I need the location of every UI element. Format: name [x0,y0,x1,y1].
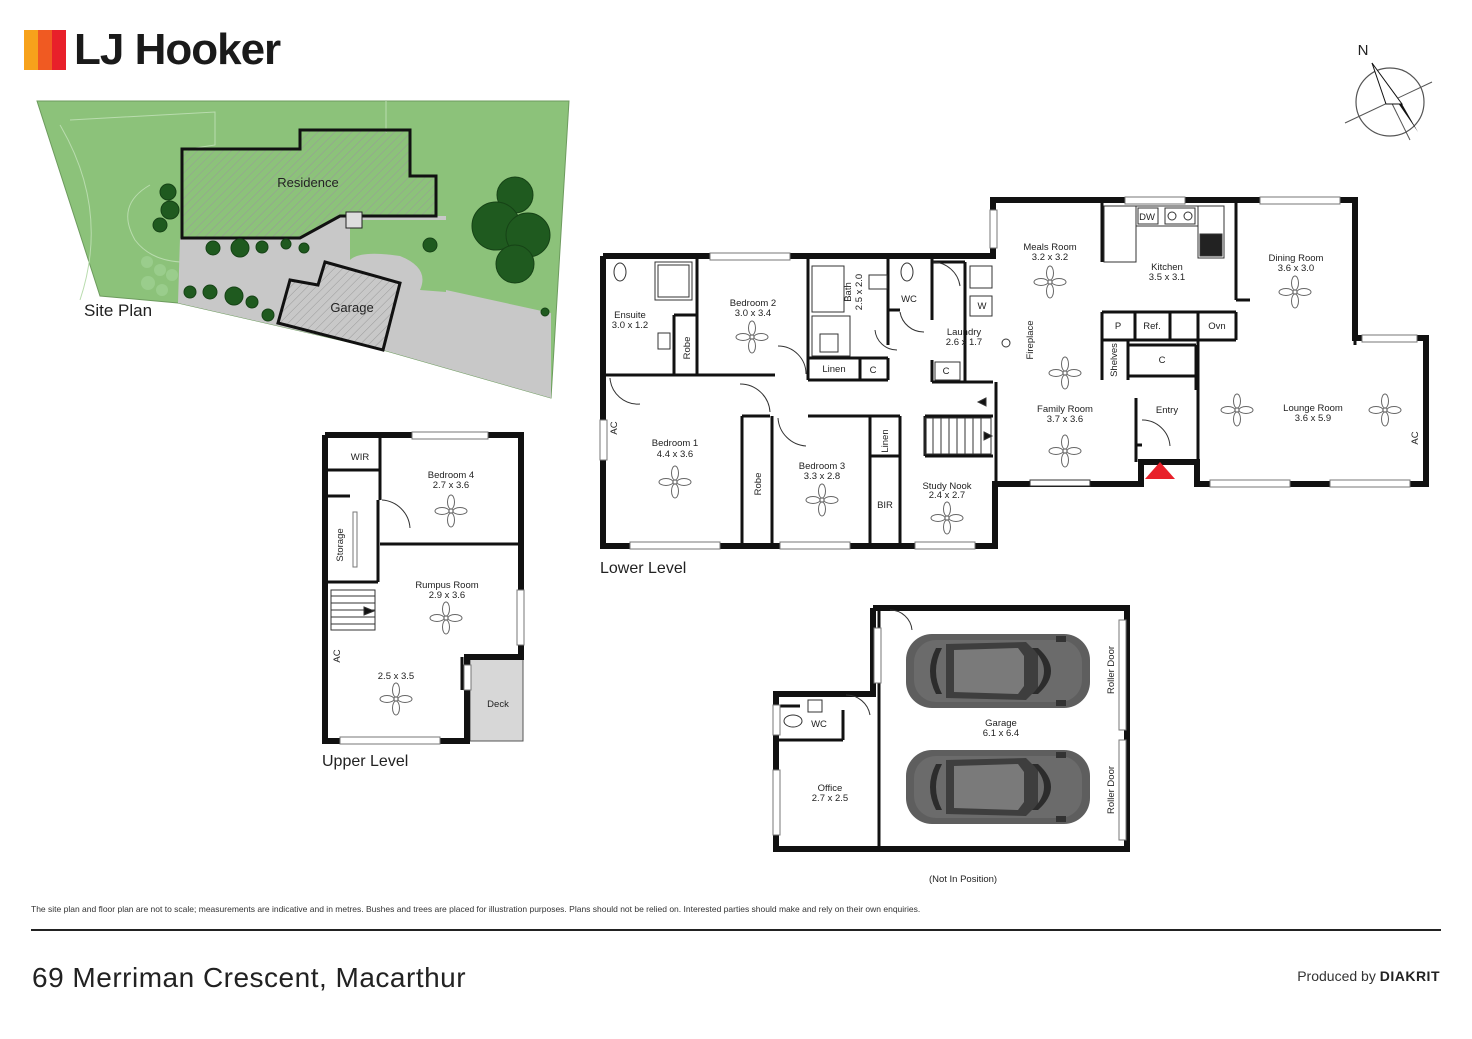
room-kitchen-dims: 3.5 x 3.1 [1149,272,1185,283]
site-residence-label: Residence [277,175,338,190]
room-garage-wc: WC [811,719,827,730]
room-kitchen-name: Kitchen [1151,262,1183,273]
room-bath-dims: 2.5 x 2.0 [854,274,865,310]
footer-divider [31,929,1441,931]
room-laundry-dims: 2.6 x 1.7 [946,337,982,348]
logo-mark-icon [24,30,66,70]
room-deck: Deck [487,699,509,710]
site-plan-title: Site Plan [84,301,152,320]
room-study-name: Study Nook [922,481,971,492]
room-wc: WC [901,294,917,305]
garage-not-in-position-note: (Not In Position) [929,874,997,885]
disclaimer-text: The site plan and floor plan are not to … [31,904,921,914]
room-ac-1: AC [609,421,620,434]
room-bedroom-4-name: Bedroom 4 [428,470,474,481]
entry-arrow-icon [1145,462,1175,479]
room-linen-2: Linen [880,429,891,452]
room-unnamed-dims: 2.5 x 3.5 [378,671,414,682]
lower-level-plan: Ensuite 3.0 x 1.2 Robe Bedroom 2 3.0 x 3… [599,196,1429,577]
room-roller-door-1: Roller Door [1106,646,1117,694]
room-lounge-dims: 3.6 x 5.9 [1295,413,1331,424]
room-bath-name: Bath [843,282,854,302]
room-c-3: C [1159,355,1166,366]
room-p: P [1115,321,1121,332]
room-office-dims: 2.7 x 2.5 [812,793,848,804]
room-rumpus-dims: 2.9 x 3.6 [429,590,465,601]
room-ensuite-name: Ensuite [614,310,646,321]
room-c-1: C [870,365,877,376]
car-icon-2 [906,750,1090,824]
produced-by: Produced by DIAKRIT [1297,968,1440,984]
site-garage-label: Garage [330,300,373,315]
brand-name: LJ Hooker [74,25,281,74]
room-roller-door-2: Roller Door [1106,766,1117,814]
compass-north-label: N [1358,42,1369,59]
room-bedroom-2-name: Bedroom 2 [730,298,776,309]
room-bedroom-3-dims: 3.3 x 2.8 [804,471,840,482]
property-address: 69 Merriman Crescent, Macarthur [32,962,467,993]
room-ensuite-dims: 3.0 x 1.2 [612,320,648,331]
room-ovn: Ovn [1208,321,1225,332]
room-garage-name: Garage [985,718,1017,729]
room-laundry-name: Laundry [947,327,982,338]
lower-level-title: Lower Level [600,560,686,577]
produced-by-prefix: Produced by [1297,968,1376,984]
logo-stripe-2 [38,30,52,70]
room-meals-dims: 3.2 x 3.2 [1032,252,1068,263]
room-bedroom-1-dims: 4.4 x 3.6 [657,449,693,460]
room-office-name: Office [818,783,843,794]
produced-by-name: DIAKRIT [1379,968,1440,984]
room-meals-name: Meals Room [1023,242,1076,253]
room-ref: Ref. [1143,321,1160,332]
room-c-2: C [943,366,950,377]
room-bir: BIR [877,500,893,511]
upper-level-plan: WIR Bedroom 4 2.7 x 3.6 Storage Rumpus R… [322,431,525,770]
room-robe-1: Robe [682,337,693,360]
room-ac-2: AC [1410,431,1421,444]
room-bedroom-3-name: Bedroom 3 [799,461,845,472]
room-bedroom-2-dims: 3.0 x 3.4 [735,308,771,319]
room-lounge-name: Lounge Room [1283,403,1343,414]
garage-plan: WC Office 2.7 x 2.5 Garage 6.1 x 6.4 Rol… [772,605,1130,885]
room-linen-1: Linen [822,364,845,375]
room-entry: Entry [1156,405,1178,416]
room-fireplace: Fireplace [1025,320,1036,359]
room-rumpus-name: Rumpus Room [415,580,478,591]
logo-stripe-1 [24,30,38,70]
compass-icon: N [1344,42,1433,141]
room-storage: Storage [335,528,346,561]
car-icon-1 [906,634,1090,708]
room-dining-name: Dining Room [1269,253,1324,264]
room-study-dims: 2.4 x 2.7 [929,490,965,501]
room-w: W [978,301,987,312]
upper-level-title: Upper Level [322,753,408,770]
room-dw: DW [1139,212,1155,223]
room-family-name: Family Room [1037,404,1093,415]
room-family-dims: 3.7 x 3.6 [1047,414,1083,425]
site-plan: Residence Garage Site Plan [36,100,570,399]
room-dining-dims: 3.6 x 3.0 [1278,263,1314,274]
room-bedroom-1-name: Bedroom 1 [652,438,698,449]
room-bedroom-4-dims: 2.7 x 3.6 [433,480,469,491]
room-wir: WIR [351,452,370,463]
room-shelves: Shelves [1109,343,1120,377]
room-ac-upper: AC [332,649,343,662]
logo-stripe-3 [52,30,66,70]
brand-logo: LJ Hooker [24,22,281,78]
room-garage-dims: 6.1 x 6.4 [983,728,1019,739]
room-robe-2: Robe [753,473,764,496]
